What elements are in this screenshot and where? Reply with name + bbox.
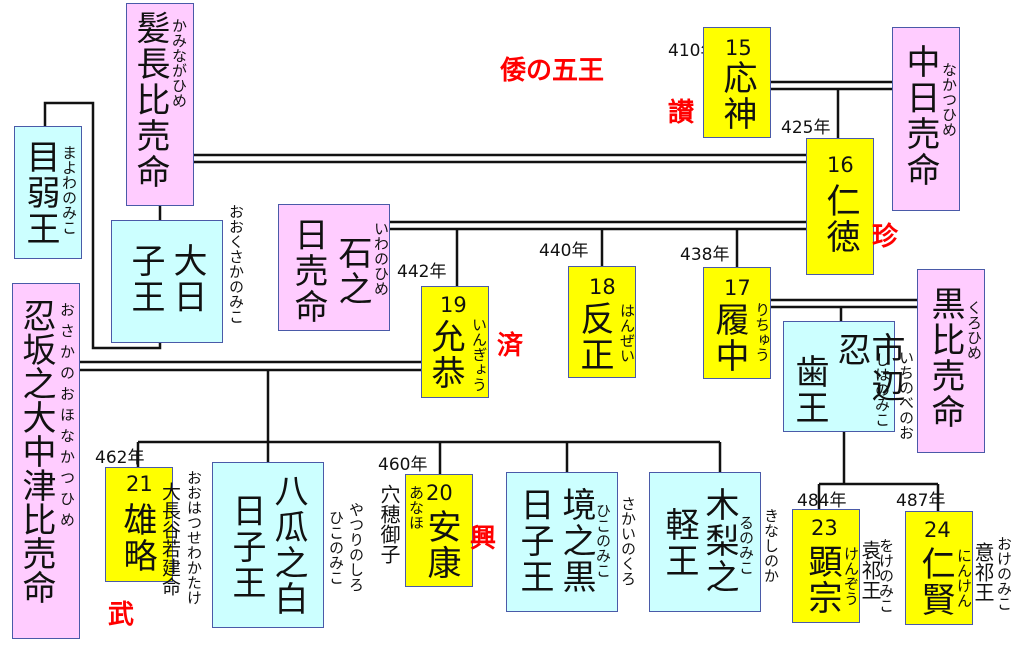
person-name: 中日売命 — [900, 44, 940, 188]
year-label: 460年 — [378, 455, 428, 475]
emperor-number: 17 — [724, 276, 751, 300]
year-label: 440年 — [539, 241, 589, 261]
emperor-name: 安康 — [421, 509, 461, 581]
person-iwanohime: 石之 日売命 いわのひめ — [278, 204, 390, 331]
person-name-col1: 八瓜之白 — [268, 473, 308, 617]
emperor-richu: 17 履中 りちゅう — [703, 267, 771, 379]
person-name-col2: 日売命 — [288, 217, 328, 325]
person-name-col2: 軽王 — [659, 507, 699, 579]
person-kana: るのみこ — [737, 515, 755, 575]
person-name: 黒比売命 — [925, 286, 965, 430]
emperor-kana: りちゅう — [753, 302, 771, 362]
emperor-name: 応神 — [717, 60, 757, 132]
emperor-number: 23 — [811, 516, 838, 540]
ninken-alt-name: 意祁王 — [971, 542, 995, 602]
person-sakai: 境之黒 日子王 ひこのみこ — [506, 472, 618, 612]
emperor-number: 21 — [126, 472, 153, 496]
emperor-number: 15 — [725, 36, 752, 60]
year-label: 487年 — [896, 491, 946, 511]
person-kana: くろひめ — [965, 300, 983, 360]
emperor-number: 18 — [589, 275, 616, 299]
emperor-kana: けんぞう — [842, 546, 860, 606]
person-name-col1: 市辺忍 — [831, 332, 905, 404]
person-okusaka: 大日 子王 — [111, 220, 223, 343]
emperor-kana: はんぜい — [618, 303, 636, 363]
person-name-col2: 日子王 — [226, 493, 266, 601]
person-kinashi: 木梨之 軽王 るのみこ — [649, 472, 761, 612]
person-mayowa: 目弱王 まよわのみこ — [14, 126, 82, 259]
diagram-title: 倭の五王 — [500, 56, 605, 86]
emperor-kana: いんぎょう — [470, 317, 488, 392]
emperor-number: 16 — [827, 153, 854, 177]
kenzo-alt-kana: をけのみこ — [877, 538, 895, 613]
person-kana: しはのみこ — [873, 352, 891, 427]
emperor-kana: あなほ — [407, 485, 425, 530]
emperor-ninken: 24 仁賢 にんけん — [905, 511, 973, 625]
person-kurohime: 黒比売命 くろひめ — [917, 269, 985, 453]
king-sei: 済 — [497, 331, 524, 361]
person-kana: かみながひめ — [170, 18, 188, 108]
person-kana: おさかのおほなかつひめ — [58, 302, 76, 533]
person-kana: なかつひめ — [940, 62, 958, 137]
emperor-ojin: 15 応神 — [703, 27, 771, 138]
ichinobe-kana: いちのべのお — [897, 350, 915, 440]
person-name-col1: 境之黒 — [556, 487, 596, 595]
person-name-col1: 石之 — [332, 235, 372, 307]
king-san: 讃 — [668, 98, 695, 128]
king-chin: 珍 — [872, 222, 899, 252]
yatsuri-kana: ひこのみこ — [327, 510, 345, 585]
person-yatsuri: 八瓜之白 日子王 — [212, 462, 324, 628]
person-kana: まよわのみこ — [60, 145, 78, 235]
emperor-kana: にんけん — [955, 548, 973, 608]
person-kaminagahime: 髪長比売命 かみながひめ — [126, 3, 194, 206]
kinashi-kana: きなしのか — [762, 508, 780, 583]
year-label: 484年 — [797, 491, 847, 511]
yuryaku-alt-name: 大長谷若建命 — [159, 482, 181, 596]
emperor-name: 仁賢 — [915, 546, 955, 618]
person-nakatsuhime: 中日売命 なかつひめ — [892, 27, 960, 211]
person-osaka: 忍坂之大中津比売命 おさかのおほなかつひめ — [12, 283, 80, 639]
year-label: 425年 — [781, 118, 831, 138]
king-ko: 興 — [470, 524, 497, 554]
emperor-name: 顕宗 — [802, 544, 842, 616]
emperor-number: 19 — [440, 293, 467, 317]
kenzo-alt-name: 袁祁王 — [858, 540, 882, 600]
person-name-col1: 大日 — [167, 243, 207, 315]
person-ichinobe: 市辺忍 歯王 しはのみこ — [783, 321, 905, 432]
emperor-hanzei: 18 反正 はんぜい — [568, 266, 636, 378]
emperor-number: 20 — [426, 481, 453, 505]
emperor-name: 雄略 — [117, 502, 157, 574]
person-name-col1: 木梨之 — [699, 487, 739, 595]
person-name: 忍坂之大中津比売命 — [16, 298, 56, 604]
emperor-name: 仁徳 — [820, 183, 860, 255]
emperor-nintoku: 16 仁徳 — [806, 138, 874, 275]
emperor-anko: 20 あなほ 安康 — [405, 474, 473, 587]
ninken-alt-kana: おけのみこ — [995, 536, 1013, 611]
emperor-name: 允恭 — [425, 319, 465, 391]
emperor-name: 反正 — [574, 301, 614, 373]
emperor-number: 24 — [924, 518, 951, 542]
person-name-col2: 子王 — [125, 243, 165, 315]
emperor-name: 履中 — [709, 302, 749, 374]
person-kana: いわのひめ — [372, 221, 390, 296]
person-name: 髪長比売命 — [130, 10, 170, 190]
emperor-kenzo: 23 顕宗 けんぞう — [792, 509, 860, 623]
person-kana: ひこのみこ — [594, 503, 612, 578]
person-name-col2: 日子王 — [514, 487, 554, 595]
yuryaku-alt-kana: おおはつせわかたけ — [185, 470, 203, 605]
year-label: 438年 — [680, 245, 730, 265]
okusaka-kana: おおくさかのみこ — [227, 204, 245, 324]
year-label: 462年 — [95, 448, 145, 468]
year-label: 442年 — [397, 262, 447, 282]
emperor-yuryaku: 21 雄略 — [105, 467, 173, 582]
anko-alt-name: 穴穂御子 — [377, 484, 401, 564]
person-name-col2: 歯王 — [789, 354, 829, 426]
yatsuri-kana: やつりのしろ — [347, 502, 365, 592]
king-bu: 武 — [108, 600, 135, 630]
person-name: 目弱王 — [20, 139, 60, 247]
sakai-kana: さかいのくろ — [619, 496, 637, 586]
emperor-ingyo: 19 允恭 いんぎょう — [421, 286, 489, 398]
